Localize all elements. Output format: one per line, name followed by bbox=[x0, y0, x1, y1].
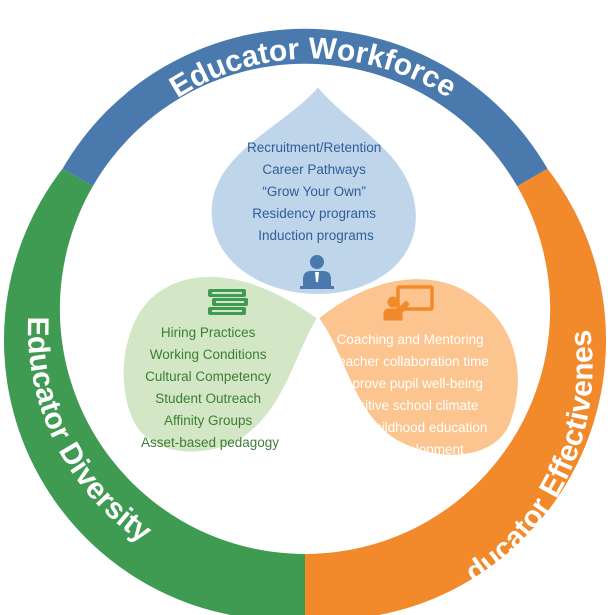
effectiveness-item: Improve pupil well-being bbox=[337, 376, 483, 391]
workforce-item: Induction programs bbox=[258, 228, 374, 243]
drop-effectiveness bbox=[316, 277, 520, 457]
diversity-item: Student Outreach bbox=[155, 391, 261, 406]
workforce-item: Residency programs bbox=[252, 206, 376, 221]
ring-segment-diversity bbox=[4, 168, 318, 615]
book-stack-icon bbox=[208, 289, 248, 315]
teacher-at-board-icon bbox=[383, 285, 434, 321]
workforce-item: “Grow Your Own” bbox=[262, 184, 366, 199]
effectiveness-item: Early childhood education bbox=[333, 420, 488, 435]
drop-workforce bbox=[209, 84, 418, 297]
diversity-item: Affinity Groups bbox=[164, 413, 253, 428]
effectiveness-item-list: Coaching and Mentoring Teacher collabora… bbox=[331, 332, 492, 457]
workforce-item: Recruitment/Retention bbox=[247, 140, 381, 155]
ring-segment-effectiveness bbox=[305, 168, 606, 615]
diversity-item: Cultural Competency bbox=[145, 369, 271, 384]
workforce-item: Career Pathways bbox=[262, 162, 366, 177]
effectiveness-item: Coaching and Mentoring bbox=[337, 332, 484, 347]
diversity-item: Working Conditions bbox=[150, 347, 267, 362]
ring-segment-workforce bbox=[62, 28, 548, 187]
effectiveness-item: and development bbox=[360, 442, 464, 457]
diversity-item: Hiring Practices bbox=[161, 325, 256, 340]
workforce-item-list: Recruitment/Retention Career Pathways “G… bbox=[247, 140, 385, 243]
diversity-item: Asset-based pedagogy bbox=[141, 435, 279, 450]
person-at-desk-icon bbox=[300, 255, 334, 289]
drop-diversity bbox=[121, 274, 320, 454]
effectiveness-item: Teacher collaboration time bbox=[331, 354, 489, 369]
effectiveness-item: Positive school climate bbox=[342, 398, 479, 413]
diversity-item-list: Hiring Practices Working Conditions Cult… bbox=[141, 325, 279, 450]
